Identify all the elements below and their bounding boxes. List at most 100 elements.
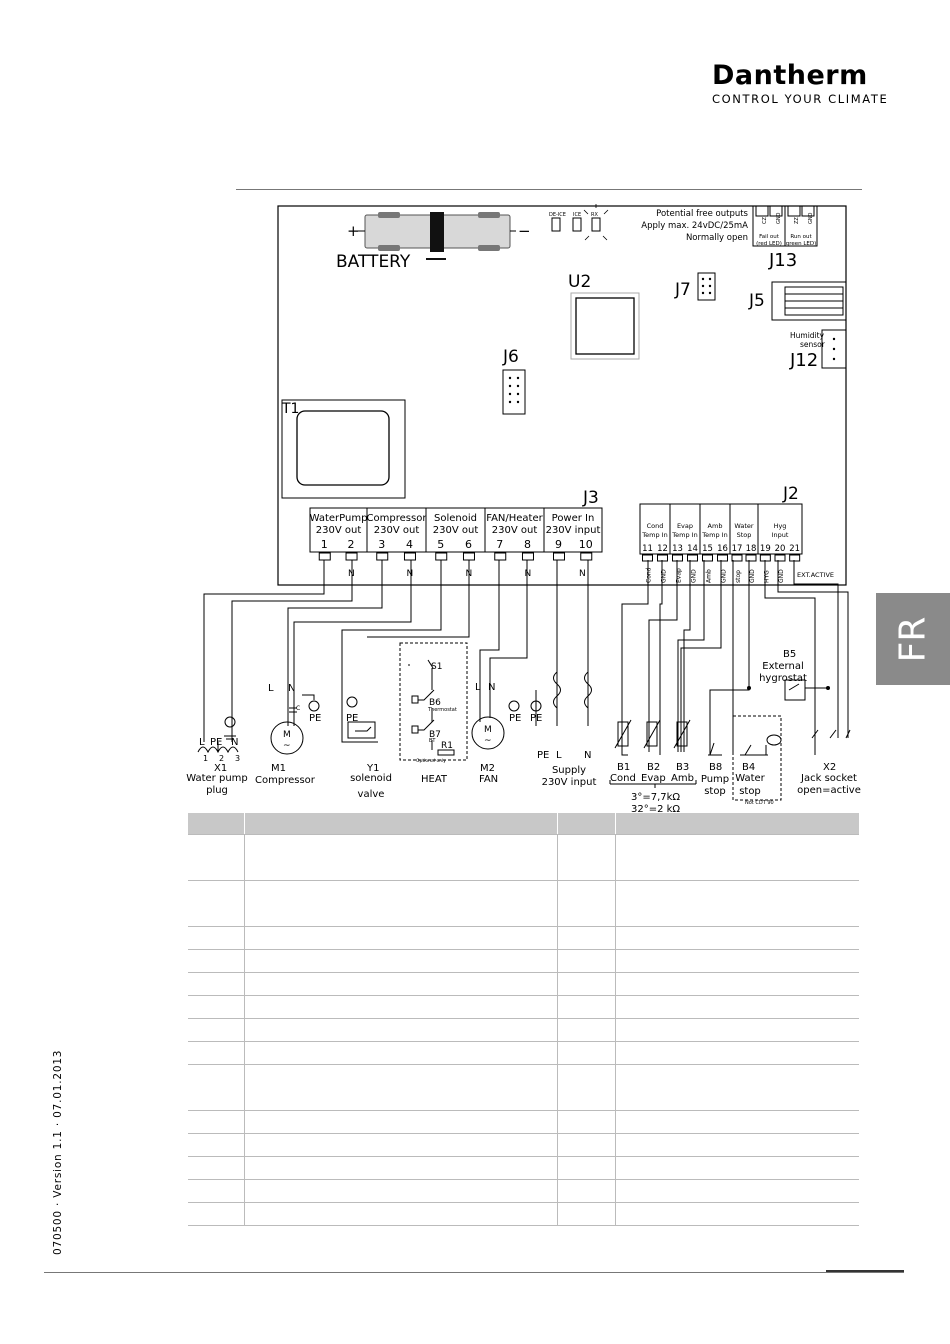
table-cell bbox=[244, 1133, 558, 1157]
sensor-note-2: 32°=2 kΩ bbox=[631, 804, 680, 815]
table-row bbox=[188, 834, 859, 881]
supply-label-2: 230V input bbox=[542, 777, 597, 788]
x2-id: X2 bbox=[823, 762, 836, 773]
table-cell bbox=[615, 1110, 859, 1134]
table-cell bbox=[615, 1133, 859, 1157]
table-cell bbox=[244, 834, 558, 881]
supply-input: PE L N Supply 230V input bbox=[535, 671, 597, 788]
table-cell bbox=[188, 972, 245, 996]
table-cell bbox=[557, 1156, 616, 1180]
x1-num-3: 3 bbox=[235, 754, 240, 763]
table-row bbox=[188, 1133, 859, 1157]
j3-group-out: 230V out bbox=[433, 525, 479, 536]
j3-pin: 2 bbox=[348, 538, 355, 551]
table-row bbox=[188, 1156, 859, 1180]
table-cell bbox=[244, 1179, 558, 1203]
supply-l: L bbox=[556, 750, 562, 761]
j2-group-sub: Temp In bbox=[701, 531, 727, 539]
sensor-amb: Amb bbox=[671, 773, 694, 784]
table-row bbox=[188, 1179, 859, 1203]
m2-l: L bbox=[475, 682, 481, 693]
table-cell bbox=[557, 949, 616, 973]
j12-label: J12 bbox=[789, 350, 818, 371]
j2-wire-label: HYG bbox=[763, 570, 770, 583]
j2-pin: 20 bbox=[775, 544, 786, 554]
table-cell bbox=[188, 1018, 245, 1042]
table-cell bbox=[244, 880, 558, 927]
heat-optional: Optional only bbox=[416, 758, 446, 764]
battery-plus: + bbox=[347, 222, 360, 240]
table-cell bbox=[557, 1018, 616, 1042]
x1-num-2: 2 bbox=[219, 754, 224, 763]
j13-pin-zz: ZZ bbox=[794, 217, 800, 224]
x2-jack-socket: X2 Jack socket open=active bbox=[797, 729, 861, 796]
table-cell bbox=[188, 1133, 245, 1157]
m1-n: N bbox=[288, 683, 295, 694]
table-row bbox=[188, 972, 859, 996]
j2-group-name: Amb bbox=[708, 522, 723, 530]
b4-id: B4 bbox=[742, 762, 755, 773]
y1-solenoid-valve: PE Y1 solenoid valve bbox=[346, 696, 392, 800]
table-cell bbox=[244, 1018, 558, 1042]
heat-b6: B6 bbox=[429, 698, 441, 708]
j7-label: J7 bbox=[674, 280, 691, 300]
table-cell bbox=[188, 1202, 245, 1226]
j13-pin-cz: CZ bbox=[762, 217, 768, 224]
x2-label-2: open=active bbox=[797, 785, 861, 796]
j3-pin: 10 bbox=[579, 538, 593, 551]
j2-group-sub: Temp In bbox=[641, 531, 667, 539]
j12-connector: Humidity sensor J12 bbox=[789, 329, 847, 371]
pfo-line1: Potential free outputs bbox=[656, 209, 748, 219]
brand-logo: Dantherm CONTROL YOUR CLIMATE bbox=[712, 62, 912, 107]
j2-wire-label: Evap bbox=[676, 568, 683, 583]
j2-wire-label: stop bbox=[735, 570, 742, 583]
m1-cap: C bbox=[296, 705, 300, 712]
j3-pin-socket bbox=[345, 552, 358, 561]
language-tab: FR bbox=[876, 593, 950, 685]
control-board bbox=[277, 205, 847, 586]
wiring bbox=[203, 560, 849, 756]
m2-label: FAN bbox=[479, 774, 498, 785]
j3-neutral: N bbox=[524, 569, 531, 579]
j13-fail-out: Fail out bbox=[759, 234, 780, 240]
j2-label: J2 bbox=[782, 484, 799, 504]
pfo-line3: Normally open bbox=[686, 233, 748, 243]
table-cell bbox=[615, 880, 859, 927]
table-cell bbox=[244, 926, 558, 950]
j2-group-sub: Temp In bbox=[671, 531, 697, 539]
j3-pin: 6 bbox=[465, 538, 472, 551]
j3-group-name: Power In bbox=[552, 513, 595, 524]
j3-pin-socket bbox=[494, 552, 507, 561]
j2-wire-label: GND bbox=[661, 569, 668, 583]
led-rx: RX bbox=[591, 212, 598, 218]
j6-header: J6 bbox=[502, 347, 526, 415]
j3-neutral: N bbox=[579, 569, 586, 579]
table-cell bbox=[188, 1156, 245, 1180]
table-cell bbox=[615, 1156, 859, 1180]
j3-pin-socket bbox=[403, 552, 416, 561]
table-cell bbox=[557, 880, 616, 927]
j3-pin: 9 bbox=[555, 538, 562, 551]
table-cell bbox=[615, 926, 859, 950]
j2-wire-label: GND bbox=[749, 569, 756, 583]
x1-id: X1 bbox=[214, 763, 227, 774]
j2-group-name: Evap bbox=[677, 522, 693, 530]
j3-group-name: Compressor bbox=[367, 513, 428, 524]
table-cell bbox=[557, 972, 616, 996]
ext-active-label: EXT.ACTIVE bbox=[797, 571, 834, 579]
x1-pin-pe: PE bbox=[210, 737, 222, 748]
battery: + − BATTERY bbox=[336, 212, 531, 272]
footer-accent bbox=[826, 1270, 904, 1272]
battery-minus: − bbox=[518, 222, 531, 240]
version-text: 070500 · Version 1.1 · 07.01.2013 bbox=[52, 1049, 64, 1255]
y1-label-1: solenoid bbox=[350, 773, 392, 784]
sensor-note-1: 3°=7,7kΩ bbox=[631, 792, 680, 803]
heat-b7: B7 bbox=[429, 730, 441, 740]
battery-label: BATTERY bbox=[336, 252, 411, 272]
temperature-sensors: B1 B2 B3 Cond Evap Amb 3°=7,7kΩ 32°=2 kΩ bbox=[609, 719, 697, 815]
j2-wire-label: GND bbox=[721, 569, 728, 583]
m1-id: M1 bbox=[271, 763, 286, 774]
j5-connector: J5 bbox=[748, 281, 847, 321]
x1-label-1: Water pump bbox=[186, 773, 248, 784]
j13-green-led: green LED) bbox=[786, 241, 817, 247]
